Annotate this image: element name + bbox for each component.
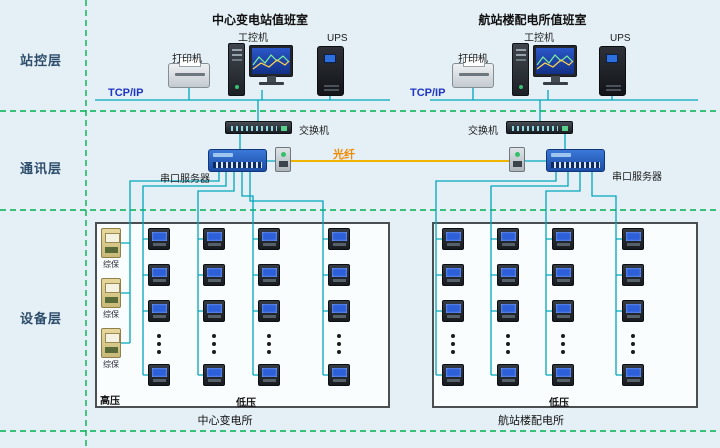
power-meter-icon xyxy=(552,364,574,386)
right-ups-icon xyxy=(599,46,626,96)
left-ipc-label: 工控机 xyxy=(238,33,268,44)
power-meter-icon xyxy=(148,264,170,286)
right-scada-waveform xyxy=(536,48,574,74)
right-room-title: 航站楼配电所值班室 xyxy=(478,13,587,27)
power-meter-icon xyxy=(497,264,519,286)
power-meter-icon xyxy=(622,300,644,322)
protection-relay-icon xyxy=(101,328,121,358)
power-meter-icon xyxy=(622,264,644,286)
power-meter-icon xyxy=(622,364,644,386)
power-meter-icon xyxy=(203,264,225,286)
right-panel-lv-label: 低压 xyxy=(549,398,569,409)
protection-relay-icon xyxy=(101,228,121,258)
left-panel-caption: 中心变电所 xyxy=(197,415,253,427)
power-meter-icon xyxy=(148,300,170,322)
right-fiber-converter-icon xyxy=(509,147,525,172)
layer-label-comm: 通讯层 xyxy=(20,161,63,176)
power-meter-icon xyxy=(203,228,225,250)
power-meter-icon xyxy=(203,364,225,386)
left-scada-waveform xyxy=(252,48,290,74)
power-meter-icon xyxy=(328,300,350,322)
power-meter-icon xyxy=(258,228,280,250)
right-ipc-label: 工控机 xyxy=(524,33,554,44)
power-meter-icon xyxy=(258,364,280,386)
power-meter-icon xyxy=(442,300,464,322)
power-meter-icon xyxy=(497,228,519,250)
power-meter-icon xyxy=(497,364,519,386)
left-serial-server-icon xyxy=(208,149,267,172)
left-ethernet-bus xyxy=(95,88,390,162)
layer-label-station: 站控层 xyxy=(20,53,63,68)
fiber-label: 光纤 xyxy=(333,149,355,161)
right-printer-icon xyxy=(452,57,494,88)
power-meter-icon xyxy=(552,300,574,322)
power-meter-icon xyxy=(552,228,574,250)
left-printer-label: 打印机 xyxy=(172,54,202,65)
power-meter-icon xyxy=(442,264,464,286)
power-meter-icon xyxy=(328,364,350,386)
right-ethernet-bus xyxy=(430,88,698,162)
right-panel-caption: 航站楼配电所 xyxy=(498,415,564,427)
left-ups-label: UPS xyxy=(327,33,348,44)
right-field-bus-wires xyxy=(435,172,622,376)
left-ipc-monitor-icon xyxy=(249,45,293,85)
right-switch-icon xyxy=(506,121,573,134)
power-meter-icon xyxy=(552,264,574,286)
left-ipc-tower-icon xyxy=(228,43,245,96)
right-switch-label: 交换机 xyxy=(468,126,498,137)
right-ipc-tower-icon xyxy=(512,43,529,96)
power-meter-icon xyxy=(497,300,519,322)
right-printer-label: 打印机 xyxy=(458,54,488,65)
left-switch-label: 交换机 xyxy=(299,126,329,137)
left-tcpip-label: TCP/IP xyxy=(108,87,144,99)
layer-label-device: 设备层 xyxy=(20,311,63,326)
left-field-bus-wires xyxy=(121,172,328,376)
left-room-title: 中心变电站值班室 xyxy=(211,13,308,27)
right-serial-server-label: 串口服务器 xyxy=(612,172,662,183)
power-meter-icon xyxy=(328,228,350,250)
power-meter-icon xyxy=(328,264,350,286)
right-tcpip-label: TCP/IP xyxy=(410,87,446,99)
left-panel-lv-label: 低压 xyxy=(236,398,256,409)
power-meter-icon xyxy=(148,364,170,386)
power-meter-icon xyxy=(148,228,170,250)
left-printer-icon xyxy=(168,57,210,88)
right-serial-server-icon xyxy=(546,149,605,172)
power-meter-icon xyxy=(258,300,280,322)
right-ups-label: UPS xyxy=(610,33,631,44)
protection-relay-icon xyxy=(101,278,121,308)
power-meter-icon xyxy=(258,264,280,286)
left-ups-icon xyxy=(317,46,344,96)
power-meter-icon xyxy=(442,228,464,250)
protection-relay-label: 综保 xyxy=(103,360,119,369)
power-meter-icon xyxy=(203,300,225,322)
power-meter-icon xyxy=(442,364,464,386)
left-serial-server-label: 串口服务器 xyxy=(160,174,210,185)
left-panel-hv-label: 高压 xyxy=(100,396,120,407)
right-ipc-monitor-icon xyxy=(533,45,577,85)
left-switch-icon xyxy=(225,121,292,134)
ellipsis-dots xyxy=(157,334,635,354)
power-meter-icon xyxy=(622,228,644,250)
left-fiber-converter-icon xyxy=(275,147,291,172)
protection-relay-label: 综保 xyxy=(103,310,119,319)
protection-relay-label: 综保 xyxy=(103,260,119,269)
